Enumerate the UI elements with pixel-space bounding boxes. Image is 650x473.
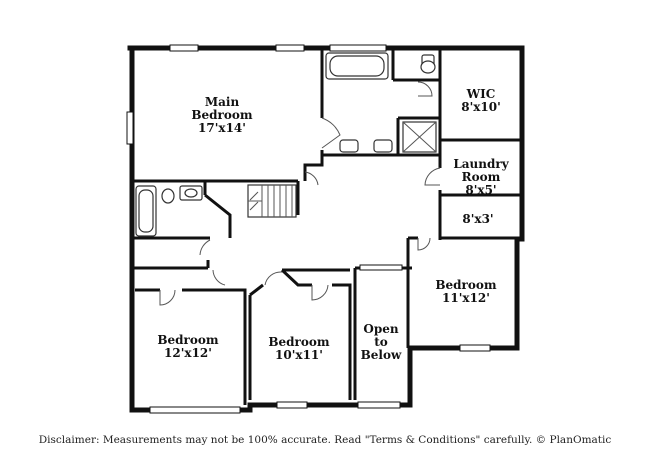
staircase: [247, 184, 297, 218]
open-below-line1: Open: [363, 322, 398, 336]
wic-dim: 8'x10': [461, 100, 501, 114]
door-swings: [159, 81, 441, 306]
bedroom-middle-dim: 10'x11': [275, 348, 323, 362]
room-bedroom-right: Bedroom 11'x12': [435, 278, 496, 305]
wic-name: WIC: [466, 87, 496, 101]
bedroom-left-dim: 12'x12': [164, 346, 212, 360]
room-wic: WIC 8'x10': [461, 87, 501, 114]
windows: [126, 44, 491, 414]
laundry-name: Laundry: [453, 157, 509, 171]
bedroom-right-name: Bedroom: [435, 278, 496, 292]
laundry-dim: 8'x5': [465, 183, 496, 197]
room-main-bedroom: Main Bedroom 17'x14': [191, 95, 252, 135]
room-closet: 8'x3': [462, 212, 493, 226]
interior-walls: [132, 48, 520, 405]
open-below-line3: Below: [361, 348, 402, 362]
main-bedroom-name: Main: [205, 95, 240, 109]
room-open-to-below: Open to Below: [361, 322, 402, 362]
fixtures: [135, 52, 437, 237]
room-laundry: Laundry Room 8'x5': [453, 157, 509, 197]
bedroom-right-dim: 11'x12': [442, 291, 490, 305]
laundry-name-2: Room: [462, 170, 501, 184]
disclaimer-text: Disclaimer: Measurements may not be 100%…: [38, 434, 612, 446]
bedroom-left-name: Bedroom: [157, 333, 218, 347]
room-bedroom-middle: Bedroom 10'x11': [268, 335, 329, 362]
bedroom-middle-name: Bedroom: [268, 335, 329, 349]
closet-dim: 8'x3': [462, 212, 493, 226]
room-bedroom-left: Bedroom 12'x12': [157, 333, 218, 360]
main-bedroom-dim: 17'x14': [198, 121, 246, 135]
main-bedroom-name-2: Bedroom: [191, 108, 252, 122]
open-below-line2: to: [374, 335, 388, 349]
